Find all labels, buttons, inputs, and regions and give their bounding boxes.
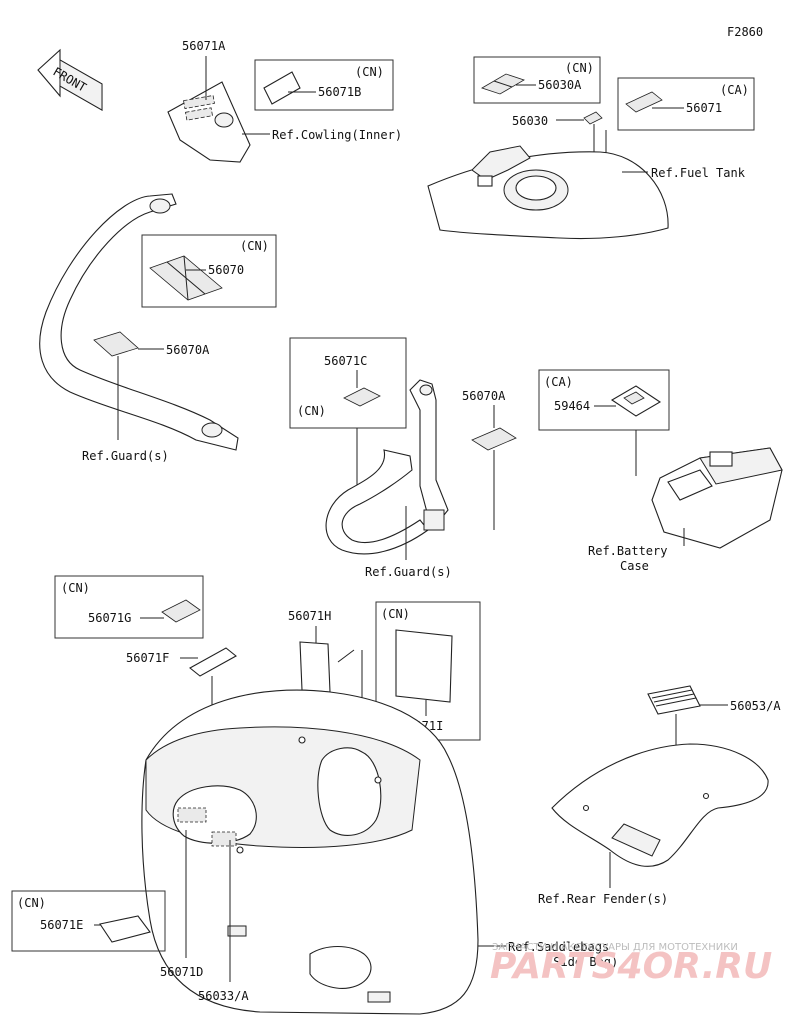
tag-cn-56071C: (CN) xyxy=(297,404,326,418)
decal-59464 xyxy=(610,385,662,417)
decal-56071 xyxy=(625,91,663,113)
decal-56071E xyxy=(99,915,151,943)
tag-ca-56071: (CA) xyxy=(720,83,749,97)
box-56071G xyxy=(54,575,204,639)
label-56030A: 56030A xyxy=(538,78,582,92)
label-56071F: 56071F xyxy=(126,651,169,665)
label-56071A: 56071A xyxy=(182,39,226,53)
ref-battery-2: Case xyxy=(620,559,649,573)
label-56071E: 56071E xyxy=(40,918,83,932)
decal-56053A xyxy=(647,685,701,715)
decal-56071H xyxy=(299,641,331,693)
ref-saddlebags-2: (Side Bag) xyxy=(546,955,618,969)
battery-case-part xyxy=(651,447,783,549)
decal-56071C xyxy=(343,387,381,407)
label-56033A: 56033/A xyxy=(198,989,249,1003)
decal-56071G xyxy=(161,599,201,623)
box-56071C xyxy=(289,337,407,429)
box-56030A xyxy=(473,56,601,104)
cowling-inner-part xyxy=(167,81,251,163)
label-56071C: 56071C xyxy=(324,354,367,368)
label-56030: 56030 xyxy=(512,114,548,128)
tag-cn-56030A: (CN) xyxy=(565,61,594,75)
decal-56070A-left xyxy=(93,331,139,357)
decal-56030 xyxy=(583,111,603,125)
watermark-line2: PARTS4OR.RU xyxy=(490,946,772,987)
box-56070 xyxy=(141,234,277,308)
fuel-tank-part xyxy=(427,145,669,240)
label-59464: 59464 xyxy=(554,399,590,413)
label-56053A: 56053/A xyxy=(730,699,781,713)
label-56071: 56071 xyxy=(686,101,722,115)
tag-cn-56070: (CN) xyxy=(240,239,269,253)
tag-ca-59464: (CA) xyxy=(544,375,573,389)
label-56071H: 56071H xyxy=(288,609,331,623)
ref-cowling-inner: Ref.Cowling(Inner) xyxy=(272,128,402,142)
ref-rear-fender: Ref.Rear Fender(s) xyxy=(538,892,668,906)
ref-saddlebags-1: Ref.Saddlebags xyxy=(508,940,609,954)
label-56070: 56070 xyxy=(208,263,244,277)
decal-56071I xyxy=(395,629,453,703)
box-59464 xyxy=(538,369,670,431)
tag-cn-56071B: (CN) xyxy=(355,65,384,79)
label-56070A-left: 56070A xyxy=(166,343,210,357)
box-56071-ca xyxy=(617,77,755,131)
decal-56071F xyxy=(189,647,237,677)
box-56071B xyxy=(254,59,394,111)
left-guard-part xyxy=(39,193,239,451)
ref-fuel-tank: Ref.Fuel Tank xyxy=(651,166,746,180)
leader-56071H-2 xyxy=(337,649,355,663)
figure-code: F2860 xyxy=(727,25,763,39)
ref-guard-center: Ref.Guard(s) xyxy=(365,565,452,579)
box-56071E xyxy=(11,890,166,952)
tag-cn-56071E: (CN) xyxy=(17,896,46,910)
center-guard-part xyxy=(325,379,449,555)
label-56071D: 56071D xyxy=(160,965,203,979)
tag-cn-56071G: (CN) xyxy=(61,581,90,595)
label-56071B: 56071B xyxy=(318,85,361,99)
label-56070A-center: 56070A xyxy=(462,389,506,403)
ref-battery-1: Ref.Battery xyxy=(588,544,667,558)
decal-56070A-center xyxy=(471,427,517,451)
decal-56030A xyxy=(481,73,525,95)
tag-cn-56071I: (CN) xyxy=(381,607,410,621)
watermark-line1: ЗАПЧАСТИ И АКСЕССУАРЫ ДЛЯ МОТОТЕХНИКИ xyxy=(492,942,738,953)
rear-fender-part xyxy=(551,743,769,867)
ref-guard-left: Ref.Guard(s) xyxy=(82,449,169,463)
saddlebag-part xyxy=(141,689,479,1015)
label-56071G: 56071G xyxy=(88,611,131,625)
decal-56070 xyxy=(149,255,223,301)
decal-56071B xyxy=(263,71,301,105)
front-arrow-icon: FRONT xyxy=(37,48,103,111)
